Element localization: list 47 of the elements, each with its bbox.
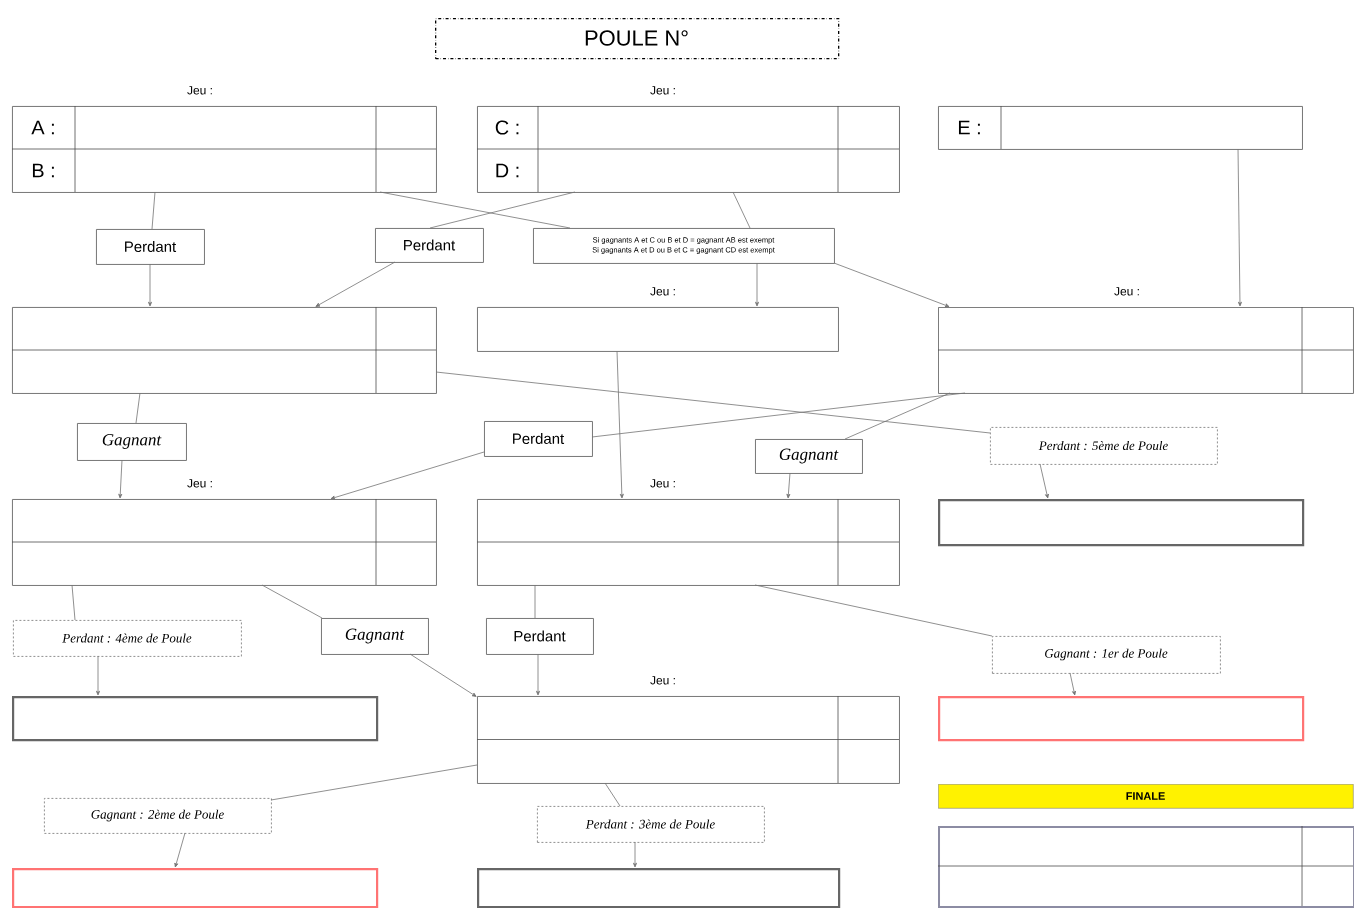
arrow xyxy=(148,263,152,307)
title-box: POULE N° xyxy=(435,18,840,60)
arrow xyxy=(616,350,624,499)
match-table: E : xyxy=(938,105,1303,150)
result-box xyxy=(12,696,379,742)
arrow xyxy=(633,841,637,868)
jeu-label: Jeu : xyxy=(650,479,675,488)
arrow xyxy=(755,262,759,307)
arrow xyxy=(315,261,396,307)
label-box: Gagnant xyxy=(77,423,187,461)
match-table: A : B : xyxy=(11,105,437,193)
result-box xyxy=(938,696,1305,742)
label-box: Perdant xyxy=(96,229,205,265)
jeu-label: Jeu : xyxy=(650,676,675,685)
label-box: Perdant xyxy=(375,228,484,263)
result-label: Gagnant : 2ème de Poule xyxy=(44,798,272,834)
arrow xyxy=(833,262,950,308)
match-table xyxy=(937,825,1354,908)
arrow xyxy=(174,832,186,868)
match-table: C : D : xyxy=(476,105,900,193)
arrow xyxy=(330,451,485,500)
jeu-label: Jeu : xyxy=(1114,287,1139,296)
finale-banner: FINALE xyxy=(938,784,1354,809)
arrow xyxy=(118,459,123,499)
label-box: Perdant xyxy=(486,618,594,655)
result-box xyxy=(938,499,1305,547)
result-box xyxy=(477,868,841,908)
result-box xyxy=(12,868,379,908)
match-table xyxy=(11,306,437,394)
label-box: Perdant xyxy=(484,421,593,457)
arrow xyxy=(409,653,477,697)
label-box: Gagnant xyxy=(321,618,429,655)
arrow xyxy=(1069,672,1076,696)
arrow xyxy=(536,653,540,696)
jeu-label: Jeu : xyxy=(187,86,212,95)
jeu-label: Jeu : xyxy=(650,86,675,95)
result-label: Gagnant : 1er de Poule xyxy=(992,636,1221,674)
arrow xyxy=(786,472,791,499)
jeu-label: Jeu : xyxy=(650,287,675,296)
arrow xyxy=(1039,463,1049,499)
result-label: Perdant : 4ème de Poule xyxy=(13,620,242,657)
result-label: Perdant : 3ème de Poule xyxy=(537,806,765,843)
arrow xyxy=(1237,148,1242,307)
label-box: Gagnant xyxy=(755,439,863,474)
arrow xyxy=(96,655,100,696)
jeu-label: Jeu : xyxy=(187,479,212,488)
result-label: Perdant : 5ème de Poule xyxy=(990,427,1218,465)
